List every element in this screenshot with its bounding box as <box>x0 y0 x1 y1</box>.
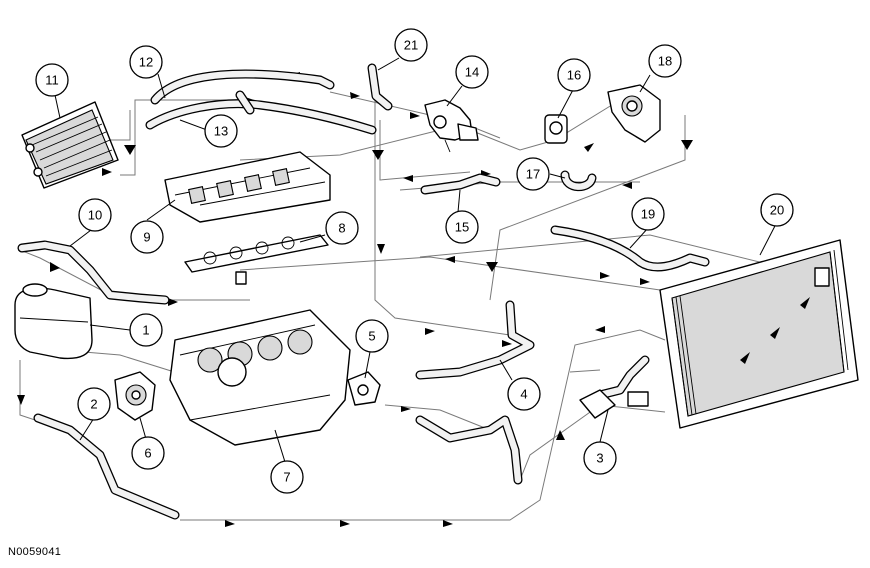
svg-text:6: 6 <box>144 446 151 461</box>
coolant-fitting <box>347 371 381 406</box>
heater-core <box>21 101 119 189</box>
callout-10: 10 <box>78 198 112 232</box>
svg-text:7: 7 <box>283 470 290 485</box>
coolant-valve <box>544 114 568 144</box>
figure-reference-id: N0059041 <box>8 546 62 558</box>
svg-text:11: 11 <box>45 73 59 88</box>
callout-11: 11 <box>35 63 69 97</box>
callout-8: 8 <box>325 211 359 245</box>
radiator <box>659 239 859 429</box>
callout-15: 15 <box>445 210 479 244</box>
svg-text:15: 15 <box>455 220 469 235</box>
callout-18: 18 <box>648 44 682 78</box>
callout-2: 2 <box>77 387 111 421</box>
svg-text:14: 14 <box>465 65 479 80</box>
svg-text:13: 13 <box>214 124 228 139</box>
callout-13: 13 <box>204 114 238 148</box>
callout-17: 17 <box>516 157 550 191</box>
callout-21: 21 <box>394 28 428 62</box>
expansion-tank <box>14 283 93 360</box>
svg-text:20: 20 <box>770 203 784 218</box>
callout-20: 20 <box>760 193 794 227</box>
callout-1: 1 <box>129 313 163 347</box>
svg-text:16: 16 <box>567 68 581 83</box>
svg-text:8: 8 <box>338 221 345 236</box>
heater-hoses <box>145 69 377 135</box>
callout-14: 14 <box>455 55 489 89</box>
callout-4: 4 <box>507 377 541 411</box>
svg-text:10: 10 <box>88 208 102 223</box>
cylinder-block <box>169 309 351 446</box>
callout-9: 9 <box>130 220 164 254</box>
callout-12: 12 <box>129 45 163 79</box>
svg-text:3: 3 <box>596 451 603 466</box>
cylinder-head <box>164 151 331 223</box>
callout-16: 16 <box>557 58 591 92</box>
callout-5: 5 <box>355 319 389 353</box>
svg-text:4: 4 <box>520 387 527 402</box>
callout-7: 7 <box>270 460 304 494</box>
svg-text:1: 1 <box>142 323 149 338</box>
svg-text:18: 18 <box>658 54 672 69</box>
callout-19: 19 <box>631 197 665 231</box>
coolant-pipe <box>420 173 501 195</box>
lower-radiator-hose <box>579 355 650 419</box>
radiator-outlet-hoses <box>415 300 535 485</box>
callout-3: 3 <box>583 441 617 475</box>
thermostat-housing <box>607 84 661 143</box>
leader-lines <box>54 57 778 463</box>
svg-text:2: 2 <box>90 397 97 412</box>
svg-text:5: 5 <box>368 329 375 344</box>
svg-text:19: 19 <box>641 207 655 222</box>
svg-text:12: 12 <box>139 55 153 70</box>
callouts: 1 2 3 4 5 6 7 8 9 10 11 12 13 14 15 16 1… <box>35 28 794 494</box>
bypass-hose <box>367 63 393 111</box>
coolant-tube <box>17 240 170 305</box>
svg-text:21: 21 <box>404 38 418 53</box>
head-gasket <box>184 234 329 285</box>
upper-radiator-hose <box>550 225 710 272</box>
svg-text:17: 17 <box>526 167 540 182</box>
svg-text:9: 9 <box>143 230 150 245</box>
lower-hose <box>33 413 180 520</box>
coolant-outlet-housing <box>424 99 479 153</box>
small-hose <box>560 170 597 192</box>
water-pump <box>114 371 156 421</box>
callout-6: 6 <box>131 436 165 470</box>
